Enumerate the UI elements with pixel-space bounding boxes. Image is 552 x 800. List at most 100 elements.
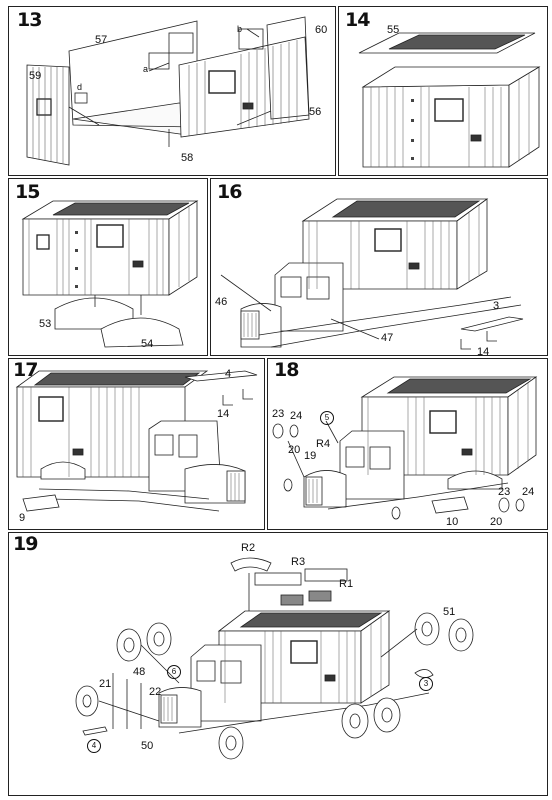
step-number: 16	[217, 181, 242, 203]
cab-window	[369, 446, 391, 470]
vent	[470, 134, 482, 142]
plank-lines	[28, 207, 190, 295]
window	[96, 224, 124, 248]
part-label-46: 46	[215, 296, 228, 308]
roof-box-part-R3	[254, 572, 302, 586]
part-label-59: 59	[29, 70, 42, 82]
vent	[408, 262, 420, 270]
part-label-3: 3	[493, 300, 500, 312]
headlamp-part-23	[272, 423, 284, 439]
step-14-drawing	[358, 32, 541, 168]
fender	[40, 461, 86, 480]
roof-box-part-R1	[308, 590, 332, 602]
body-end	[168, 200, 198, 296]
part-label-48: 48	[133, 666, 146, 678]
grille	[305, 476, 323, 506]
window	[38, 396, 64, 422]
chassis-frame	[258, 296, 512, 336]
part-label-R4: R4	[316, 438, 331, 450]
step-number: 17	[13, 359, 38, 381]
cab-window	[220, 660, 242, 684]
part-label-24: 24	[290, 410, 303, 422]
body-front	[362, 84, 510, 168]
part-label-50: 50	[141, 740, 154, 752]
mirror	[283, 478, 293, 492]
step-18-panel: 18 23 24 20 5 R4 19 23 24 20 10	[267, 358, 548, 530]
plank-lines	[32, 40, 298, 163]
grille	[160, 694, 178, 724]
step-15-drawing	[21, 200, 199, 348]
roof-tarpaper	[52, 202, 190, 216]
step-18-drawing	[272, 376, 538, 520]
part-label-23: 23	[272, 408, 285, 420]
part-label-10: 10	[446, 516, 459, 528]
part-label-22: 22	[149, 686, 162, 698]
plank-lines	[308, 383, 529, 503]
callout-3: 3	[419, 677, 433, 691]
bracket-part-14	[242, 389, 253, 400]
part-label-23: 23	[498, 486, 511, 498]
lamp-part-3	[414, 669, 434, 678]
cab-window	[280, 276, 302, 298]
window	[290, 640, 318, 664]
grille	[226, 470, 246, 502]
vent	[324, 674, 336, 682]
roof-tarpaper	[388, 34, 526, 50]
wheel	[75, 612, 474, 760]
body-end	[360, 610, 390, 704]
part-label-14: 14	[477, 346, 490, 356]
part-label-R2: R2	[241, 542, 256, 554]
window	[36, 234, 50, 250]
plank-lines	[22, 387, 240, 501]
cab-window	[178, 434, 198, 458]
roof-tarpaper	[33, 372, 201, 386]
part-label-a: a	[143, 64, 149, 74]
part-label-60: 60	[315, 24, 328, 36]
body-end	[507, 376, 537, 476]
roof-tarpaper	[239, 612, 383, 628]
roof-box-part-R3	[304, 568, 348, 582]
grille	[240, 310, 260, 340]
cab-window	[196, 660, 216, 682]
vent	[72, 448, 84, 456]
part-label-20: 20	[288, 444, 301, 456]
part-label-9: 9	[19, 512, 26, 524]
fender	[447, 470, 503, 490]
roof-tarpaper	[386, 378, 532, 394]
vent	[461, 448, 473, 456]
roof-vent-part-R2	[230, 557, 272, 572]
part-label-55: 55	[387, 24, 400, 36]
part-label-14: 14	[217, 408, 230, 420]
part-label-20: 20	[490, 516, 503, 528]
box-part-10	[431, 496, 469, 514]
box-part-9	[22, 494, 60, 512]
step-number: 14	[345, 9, 370, 31]
headlamp-part-24	[289, 424, 299, 438]
step-19-drawing	[75, 557, 474, 760]
plank-lines	[243, 205, 480, 337]
step-board-part-3	[460, 316, 524, 332]
body-end	[456, 198, 488, 290]
part-label-R3: R3	[291, 556, 306, 568]
callout-5: 5	[320, 411, 334, 425]
step-14-panel: 14 55	[338, 6, 548, 176]
part-label-d: d	[77, 82, 83, 92]
vent	[132, 260, 144, 268]
part-label-4: 4	[225, 368, 232, 380]
roof-box-part-R1	[280, 594, 304, 606]
step-number: 13	[17, 9, 42, 31]
step-16-drawing	[220, 198, 524, 350]
step-15-panel: 15 53 54	[8, 178, 208, 356]
part-label-56: 56	[309, 106, 322, 118]
part-label-58: 58	[181, 152, 194, 164]
part-label-51: 51	[443, 606, 456, 618]
window	[208, 70, 236, 94]
part-label-53: 53	[39, 318, 52, 330]
hinge-dots	[411, 99, 414, 160]
chassis-frame	[327, 482, 509, 510]
step-13-panel: 13 57 60 59 56 58 a b d	[8, 6, 336, 176]
part-label-54: 54	[141, 338, 154, 350]
step-number: 15	[15, 181, 40, 203]
step-17-panel: 17 4 14 9	[8, 358, 265, 530]
body-top	[361, 66, 541, 88]
